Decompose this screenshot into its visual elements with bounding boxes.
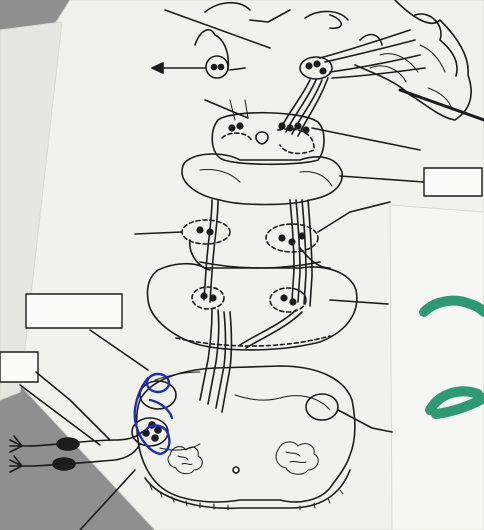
label-box-right-upper — [424, 168, 482, 196]
ganglion-cell-upper — [57, 438, 79, 450]
label-box-left-middle — [26, 294, 122, 328]
sticky-note — [390, 205, 484, 530]
receptor-endings-lower — [10, 456, 22, 472]
label-box-left-lower — [0, 352, 38, 382]
ganglion-cell-lower — [53, 458, 75, 470]
receptor-endings-upper — [10, 436, 22, 452]
